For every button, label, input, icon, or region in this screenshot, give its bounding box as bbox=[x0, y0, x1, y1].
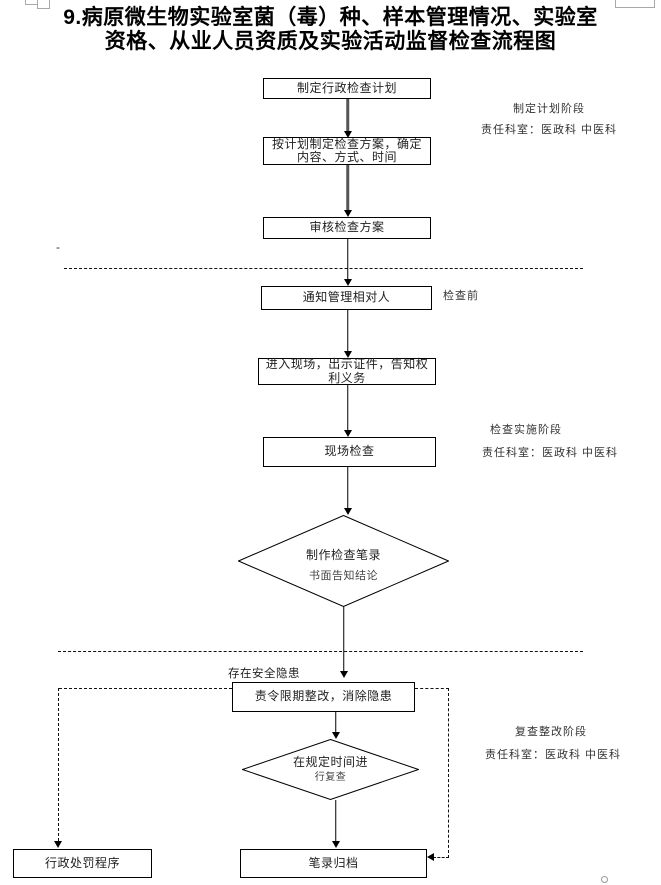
flow-node-notify-party: 通知管理相对人 bbox=[261, 286, 432, 310]
flow-node-archive-record: 笔录归档 bbox=[240, 849, 427, 878]
diamond-shape bbox=[238, 515, 449, 607]
arrow-onsite-to-record bbox=[342, 467, 353, 515]
dashed-branch-bottom-horizontal bbox=[433, 857, 449, 858]
flow-node-order-rectify: 责令限期整改，消除隐患 bbox=[232, 682, 415, 712]
flow-node-onsite-inspection: 现场检查 bbox=[263, 437, 436, 467]
dashed-separator-2 bbox=[58, 651, 583, 652]
stage-2-name: 检查实施阶段 bbox=[490, 424, 562, 436]
stray-dash: - bbox=[56, 240, 60, 254]
flow-node-enter-site: 进入现场，出示证件，告知权利义务 bbox=[258, 357, 436, 385]
page-corner-mark-left-2 bbox=[37, 0, 50, 9]
flow-node-admin-penalty: 行政处罚程序 bbox=[13, 849, 152, 878]
diamond-shape bbox=[242, 739, 419, 800]
flow-node-make-scheme: 按计划制定检查方案，确定内容、方式、时间 bbox=[263, 137, 431, 165]
page-bottom-mark bbox=[601, 876, 608, 883]
arrow-record-to-rectify bbox=[338, 607, 349, 678]
arrow-plan-to-scheme bbox=[342, 99, 353, 138]
arrow-review-to-notify bbox=[342, 239, 353, 286]
arrow-notify-to-enter bbox=[342, 310, 353, 358]
stage-3-name: 复查整改阶段 bbox=[515, 726, 587, 738]
decision-make-record: 制作检查笔录 书面告知结论 bbox=[238, 515, 449, 607]
arrow-enter-to-onsite bbox=[342, 385, 353, 437]
dashed-separator-1 bbox=[64, 268, 583, 269]
decision-recheck-line2: 行复查 bbox=[314, 772, 347, 783]
flow-node-make-plan: 制定行政检查计划 bbox=[263, 78, 431, 99]
dashed-branch-left-horizontal bbox=[59, 688, 232, 689]
decision-make-record-line1: 制作检查笔录 bbox=[305, 548, 381, 562]
dashed-arrowhead-to-penalty bbox=[54, 841, 62, 848]
dashed-branch-right-vertical bbox=[448, 688, 449, 858]
stage-1-name: 制定计划阶段 bbox=[513, 103, 585, 115]
label-safety-hazard: 存在安全隐患 bbox=[228, 668, 300, 680]
arrow-scheme-to-review bbox=[342, 165, 353, 217]
page-title-line-2: 资格、从业人员资质及实验活动监督检查流程图 bbox=[104, 30, 557, 53]
stage-2-dept: 责任科室：医政科 中医科 bbox=[482, 447, 619, 459]
dashed-arrowhead-to-archive bbox=[427, 853, 434, 861]
decision-make-record-line2: 书面告知结论 bbox=[309, 570, 378, 582]
dashed-branch-right-horizontal bbox=[415, 688, 449, 689]
decision-recheck: 在规定时间进 行复查 bbox=[242, 739, 419, 800]
label-before-check: 检查前 bbox=[443, 290, 479, 302]
page-title-line-1: 9.病原微生物实验室菌（毒）种、样本管理情况、实验室 bbox=[63, 6, 598, 29]
page-corner-mark-right bbox=[615, 0, 655, 8]
stage-1-dept: 责任科室：医政科 中医科 bbox=[481, 124, 618, 136]
dashed-branch-left-vertical bbox=[58, 688, 59, 841]
arrow-rectify-to-recheck bbox=[330, 712, 341, 739]
decision-recheck-line1: 在规定时间进 bbox=[292, 755, 368, 769]
arrow-recheck-to-archive bbox=[330, 800, 341, 848]
flow-node-review-scheme: 审核检查方案 bbox=[263, 217, 431, 239]
stage-3-dept: 责任科室：医政科 中医科 bbox=[485, 749, 622, 761]
